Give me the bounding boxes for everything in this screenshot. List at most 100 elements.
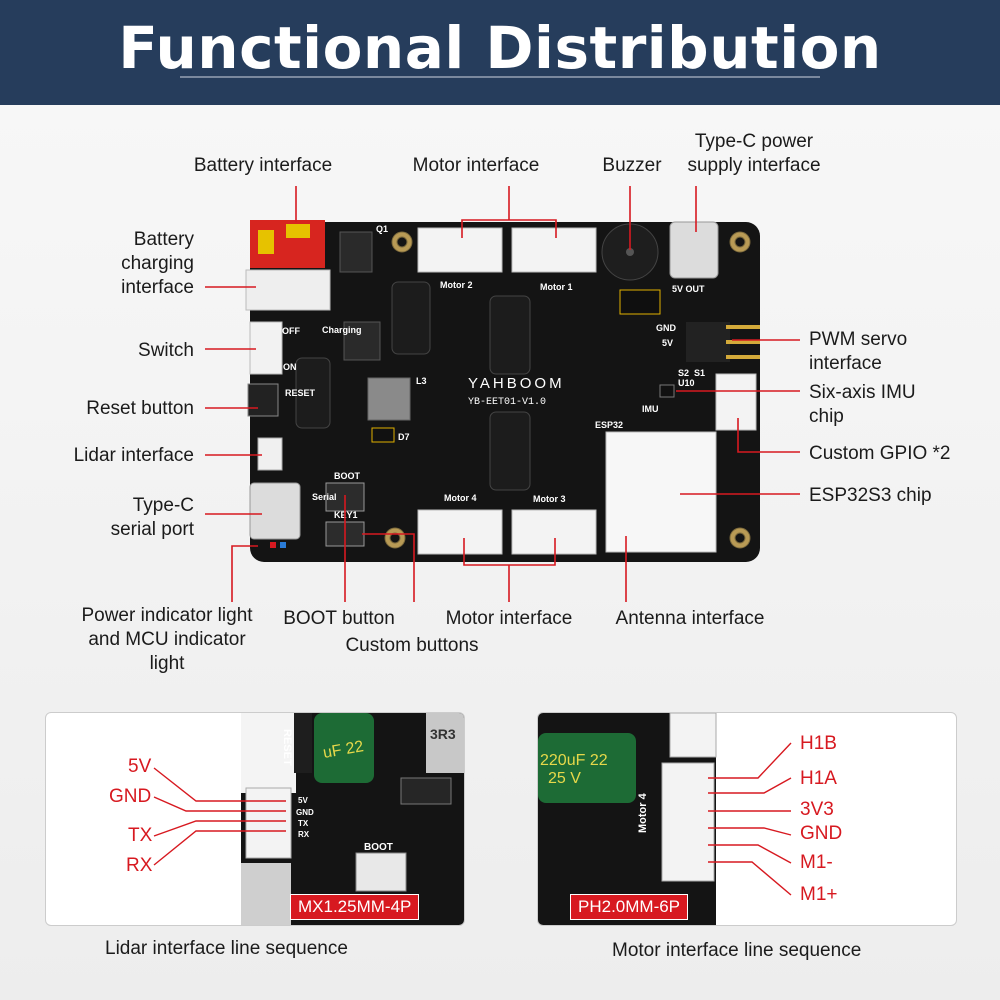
label-esp32-chip: ESP32S3 chip — [809, 485, 932, 506]
motor-pin-gnd: GND — [800, 823, 843, 844]
silk-motor2: Motor 2 — [440, 280, 473, 290]
lidar-inductor-silk: 3R3 — [430, 726, 456, 742]
board-model: YB-EET01-V1.0 — [468, 397, 546, 408]
lidar-caption: Lidar interface line sequence — [105, 938, 348, 959]
silk-d7: D7 — [398, 432, 410, 442]
silk-5v: 5V — [662, 338, 673, 348]
silk-serial: Serial — [312, 492, 337, 502]
label-power-indicator-3: light — [149, 653, 185, 674]
silk-esp32: ESP32 — [595, 420, 623, 430]
lidar-detail-panel: uF 22 3R3 RESET 5V GND TX RX BOOT 5V GND… — [45, 712, 465, 926]
typec-power-port — [669, 221, 719, 279]
label-pwm-servo-1: PWM servo — [809, 329, 908, 350]
leader-lines — [205, 186, 800, 602]
mosfet — [339, 231, 373, 273]
silk-on: ON — [283, 362, 297, 372]
silk-motor4: Motor 4 — [444, 493, 477, 503]
silk-off: OFF — [282, 326, 300, 336]
lidar-reset-silk: RESET — [281, 729, 293, 766]
silk-motor3: Motor 3 — [533, 494, 566, 504]
label-typec-serial-1: Type-C — [132, 495, 194, 516]
lidar-connector-tag: MX1.25MM-4P — [290, 894, 420, 920]
label-imu-2: chip — [809, 406, 844, 427]
label-reset-button: Reset button — [86, 398, 194, 419]
lidar-cap-silk: uF 22 — [322, 738, 365, 762]
motor-board-closeup: 220uF 22 25 V Motor 4 — [538, 713, 792, 925]
motor-pin-h1b: H1B — [800, 733, 837, 754]
label-custom-gpio: Custom GPIO *2 — [809, 443, 951, 464]
label-power-indicator-1: Power indicator light — [81, 605, 253, 626]
lidar-pin-rx: RX — [126, 855, 153, 876]
motor-detail-panel: 220uF 22 25 V Motor 4 H1B H1A 3V3 GND M1… — [537, 712, 957, 926]
label-battery-charging-2: charging — [121, 253, 194, 274]
gpio-connector — [715, 373, 757, 431]
label-battery-charging-1: Battery — [133, 229, 194, 250]
label-switch: Switch — [138, 340, 194, 361]
silk-s1: S1 — [694, 368, 705, 378]
label-battery-interface: Battery interface — [193, 155, 333, 176]
label-lidar-interface: Lidar interface — [73, 445, 194, 466]
title-underline — [180, 76, 820, 78]
pwm-header — [686, 322, 760, 362]
label-pwm-servo-2: interface — [809, 353, 882, 374]
label-typec-power-2: supply interface — [687, 155, 821, 176]
motor-pin-h1a: H1A — [800, 768, 837, 789]
inductor — [367, 377, 411, 421]
imu-component — [659, 384, 675, 398]
label-custom-buttons: Custom buttons — [345, 635, 479, 656]
silk-charging: Charging — [322, 325, 362, 335]
switch-component — [249, 321, 283, 375]
motor-silk-motor4: Motor 4 — [637, 792, 649, 833]
lidar-silk-tx: TX — [298, 819, 309, 828]
board-brand: YAHBOOM — [468, 375, 565, 392]
motor-connector-tag: PH2.0MM-6P — [570, 894, 689, 920]
title-banner: Functional Distribution — [0, 0, 1000, 105]
silk-s2: S2 — [678, 368, 689, 378]
lidar-boot-silk: BOOT — [364, 842, 393, 853]
label-imu-1: Six-axis IMU — [809, 382, 916, 403]
motor-caption: Motor interface line sequence — [612, 940, 862, 961]
silk-gnd: GND — [656, 323, 677, 333]
lidar-pin-gnd: GND — [109, 786, 152, 807]
lidar-silk-5v: 5V — [298, 796, 308, 805]
motor-cap2-silk: 25 V — [548, 770, 581, 787]
label-motor-interface-top: Motor interface — [412, 155, 540, 176]
silk-boot: BOOT — [334, 471, 361, 481]
capacitors — [295, 281, 531, 491]
regulator — [343, 321, 381, 361]
indicator-leds — [270, 542, 286, 548]
esp32-module — [605, 431, 717, 553]
silk-5v-out: 5V OUT — [672, 284, 705, 294]
diode — [371, 427, 395, 443]
silk-reset: RESET — [285, 388, 316, 398]
motor-connectors-bottom — [417, 509, 597, 555]
label-boot-button: BOOT button — [283, 608, 395, 629]
typec-serial-port — [249, 482, 301, 540]
silk-q1: Q1 — [376, 224, 388, 234]
silk-u10: U10 — [678, 378, 695, 388]
label-battery-charging-3: interface — [121, 277, 194, 298]
motor-connectors-top — [417, 227, 597, 273]
lidar-connector — [257, 437, 283, 471]
silk-motor1: Motor 1 — [540, 282, 573, 292]
power-diode — [619, 289, 661, 315]
motor-pin-m1-minus: M1- — [800, 852, 833, 873]
battery-connector — [250, 220, 325, 268]
reset-button-component — [247, 383, 279, 417]
label-power-indicator-2: and MCU indicator — [88, 629, 246, 650]
lidar-board-closeup: uF 22 3R3 RESET 5V GND TX RX BOOT — [153, 713, 464, 925]
motor-pin-m1-plus: M1+ — [800, 884, 838, 905]
motor-pin-3v3: 3V3 — [800, 799, 834, 820]
silk-imu: IMU — [642, 404, 659, 414]
charging-connector — [245, 269, 331, 311]
lidar-pin-tx: TX — [128, 825, 153, 846]
label-typec-power-1: Type-C power — [694, 131, 814, 152]
lidar-pin-5v: 5V — [128, 756, 152, 777]
label-typec-serial-2: serial port — [110, 519, 194, 540]
page-title: Functional Distribution — [118, 14, 882, 82]
silk-l3: L3 — [416, 376, 427, 386]
motor-cap-silk: 220uF 22 — [540, 752, 608, 769]
lidar-silk-gnd: GND — [296, 808, 314, 817]
label-buzzer: Buzzer — [602, 155, 662, 176]
